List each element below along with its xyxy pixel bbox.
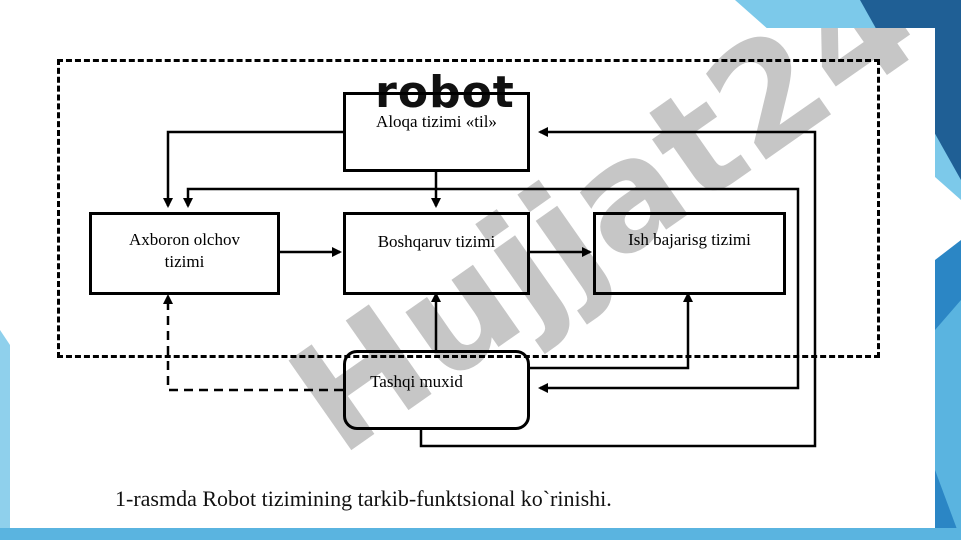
arrow-tashqi-to-axboron-dashed: [163, 294, 343, 392]
arrow-loop-to-tashqi: [538, 350, 800, 393]
box-ish-bajarisg: Ish bajarisg tizimi: [593, 212, 786, 295]
robot-boundary-frame: [57, 59, 880, 358]
bg-right-band-light: [935, 300, 961, 540]
connectors: [163, 127, 817, 448]
watermark: Hujjat24: [261, 28, 935, 487]
box-ish-label: Ish bajarisg tizimi: [628, 230, 751, 249]
box-tashqi-label: Tashqi muxid: [370, 372, 463, 391]
arrow-tashqi-to-aloqa: [419, 127, 817, 448]
box-aloqa-tizimi: Aloqa tizimi «til»: [343, 92, 530, 172]
figure-caption: 1-rasmda Robot tizimining tarkib-funktsi…: [115, 486, 612, 511]
box-axboron-olchov: Axboron olchov tizimi: [89, 212, 280, 295]
slide-content: Hujjat24 robot: [10, 28, 935, 528]
arrow-aloqa-to-axboron: [163, 130, 343, 208]
bg-left-strip: [0, 330, 10, 540]
box-boshqaruv-label: Boshqaruv tizimi: [377, 232, 496, 251]
box-axboron-label-line2: tizimi: [164, 252, 205, 271]
arrow-loop-to-axboron: [183, 187, 800, 350]
box-tashqi-muxid: Tashqi muxid: [343, 350, 530, 430]
box-aloqa-label: Aloqa tizimi «til»: [376, 112, 497, 131]
bg-bottom-strip: [0, 528, 961, 540]
arrow-tashqi-to-ish: [530, 292, 693, 370]
box-axboron-label-line1: Axboron olchov: [129, 230, 240, 249]
box-boshqaruv-tizimi: Boshqaruv tizimi: [343, 212, 530, 295]
